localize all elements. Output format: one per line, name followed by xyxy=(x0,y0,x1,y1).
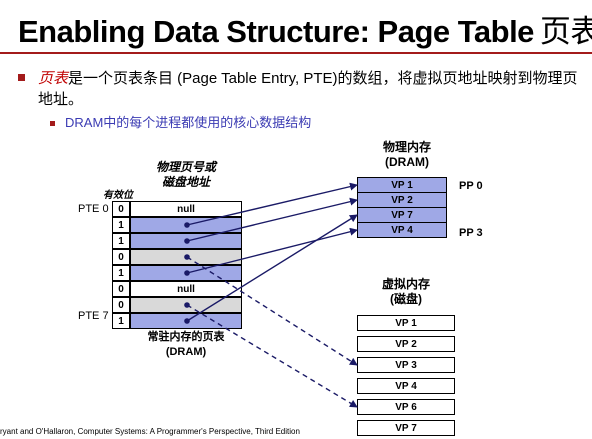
pte-entry xyxy=(130,265,242,281)
pte-entry xyxy=(130,249,242,265)
pt-caption-line1: 常驻内存的页表 xyxy=(147,331,225,343)
title-text: Enabling Data Structure: Page Table xyxy=(18,14,534,49)
pte-valid-bit: 0 xyxy=(112,249,130,265)
phys-page: VP 4 xyxy=(357,222,447,238)
pte-entry xyxy=(130,297,242,313)
bullet-sub: DRAM中的每个进程都使用的核心数据结构 xyxy=(50,112,311,131)
disk-page: VP 7 xyxy=(357,420,455,436)
bullet-term: 页表 xyxy=(38,70,69,87)
pte-valid-bit: 0 xyxy=(112,201,130,217)
pte-entry: null xyxy=(130,281,242,297)
disk-page: VP 1 xyxy=(357,315,455,331)
pte7-label: PTE 7 xyxy=(78,310,109,322)
title-cn: 页表 xyxy=(539,14,592,50)
pte0-label: PTE 0 xyxy=(78,203,109,215)
footer-credit: ryant and O'Hallaron, Computer Systems: … xyxy=(0,427,300,436)
bullet-sub-text: DRAM中的每个进程都使用的核心数据结构 xyxy=(65,115,312,130)
pte-valid-bit: 1 xyxy=(112,233,130,249)
pt-header-line2: 磁盘地址 xyxy=(161,175,210,189)
pt-header-line1: 物理页号或 xyxy=(155,160,216,174)
bullet-square-icon xyxy=(18,74,25,81)
disk-page: VP 2 xyxy=(357,336,455,352)
pte-entry: null xyxy=(130,201,242,217)
phys-page: VP 2 xyxy=(357,192,447,208)
pte-valid-bit: 1 xyxy=(112,265,130,281)
pte-valid-bit: 1 xyxy=(112,313,130,329)
pte-entry xyxy=(130,233,242,249)
pt-caption-line2: (DRAM) xyxy=(165,346,207,358)
phys-page: VP 1 xyxy=(357,177,447,193)
valid-bit-label: 有效位 xyxy=(103,190,133,201)
pt-caption: 常驻内存的页表 (DRAM) xyxy=(130,330,242,360)
disk-page: VP 4 xyxy=(357,378,455,394)
virt-mem-title: 虚拟内存 (磁盘) xyxy=(357,277,455,307)
bullet-main-text: 页表是一个页表条目 (Page Table Entry, PTE)的数组，将虚拟… xyxy=(38,68,578,110)
disk-page: VP 6 xyxy=(357,399,455,415)
pte-valid-bit: 0 xyxy=(112,281,130,297)
pt-header: 物理页号或 磁盘地址 xyxy=(130,160,242,190)
virt-title-line1: 虚拟内存 xyxy=(381,277,430,291)
pte-entry xyxy=(130,313,242,329)
bullet-body: 是一个页表条目 (Page Table Entry, PTE)的数组，将虚拟页地… xyxy=(38,70,578,108)
bullet-main: 页表是一个页表条目 (Page Table Entry, PTE)的数组，将虚拟… xyxy=(18,68,578,110)
pp3-label: PP 3 xyxy=(459,227,483,239)
bullet-sub-square-icon xyxy=(50,121,55,127)
pte-valid-bit: 1 xyxy=(112,217,130,233)
virt-title-line2: (磁盘) xyxy=(390,292,422,306)
phys-title-line1: 物理内存 xyxy=(382,140,431,154)
phys-mem-title: 物理内存 (DRAM) xyxy=(357,140,457,170)
disk-page: VP 3 xyxy=(357,357,455,373)
pte-valid-bit: 0 xyxy=(112,297,130,313)
pp0-label: PP 0 xyxy=(459,180,483,192)
phys-page: VP 7 xyxy=(357,207,447,223)
title-rule xyxy=(0,52,592,54)
phys-title-line2: (DRAM) xyxy=(385,155,429,169)
pte-entry xyxy=(130,217,242,233)
